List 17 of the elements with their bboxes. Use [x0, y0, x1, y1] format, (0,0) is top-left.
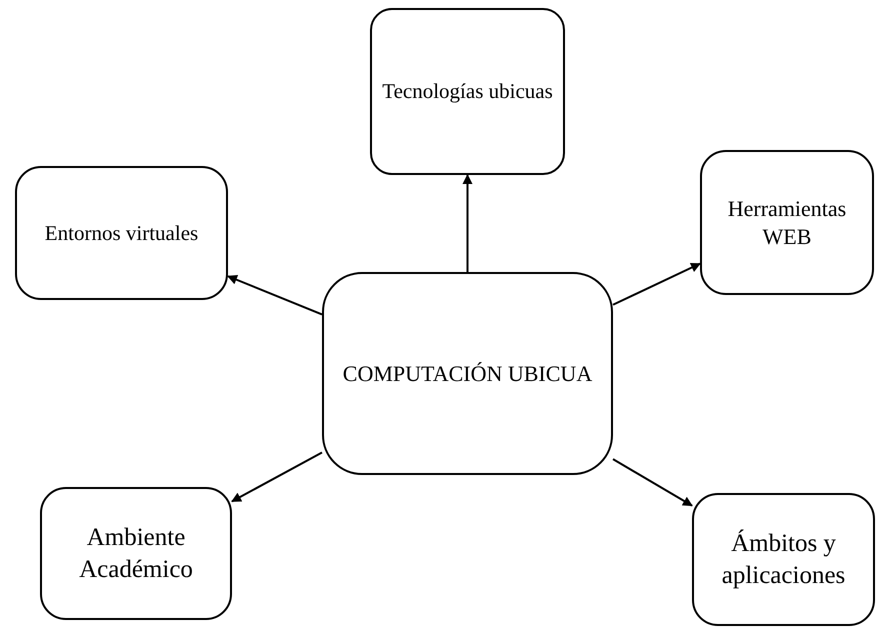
rounded-box: [370, 8, 565, 175]
node-label: Entornos virtuales: [44, 220, 198, 246]
rounded-box: [15, 166, 228, 300]
arrow: [231, 452, 322, 502]
rounded-box: [40, 487, 232, 620]
node-label: Ambiente Académico: [78, 523, 194, 584]
arrow: [612, 458, 693, 506]
rounded-box: [700, 150, 874, 295]
arrow: [462, 174, 472, 272]
arrow: [227, 275, 322, 316]
rounded-box: [322, 272, 613, 475]
node-label: Herramientas WEB: [726, 195, 848, 250]
node-label: Tecnologías ubicuas: [382, 78, 553, 105]
node-label: Ámbitos y aplicaciones: [720, 528, 846, 590]
arrow: [612, 262, 701, 306]
rounded-box: [692, 493, 875, 626]
node-label: COMPUTACIÓN UBICUA: [342, 360, 592, 388]
